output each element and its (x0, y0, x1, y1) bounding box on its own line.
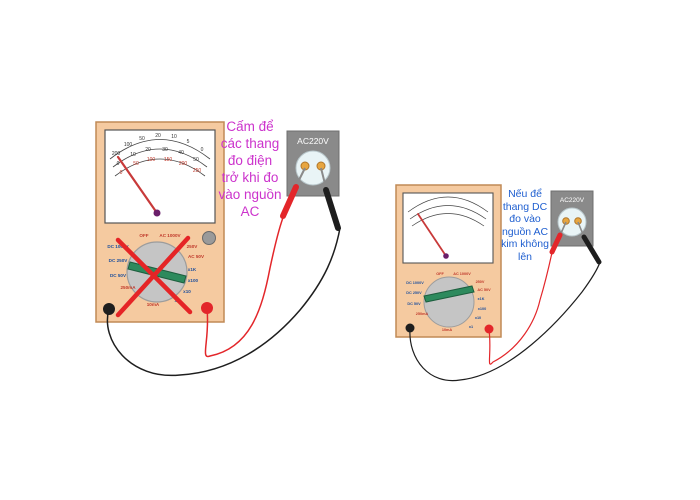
left-warning-note: Cấm để các thang đo điện trở khi đo vào … (218, 119, 282, 219)
left-scale-top-2: 50 (139, 136, 145, 142)
left-zero-adjust-knob[interactable] (202, 231, 216, 245)
left-red-lead (204, 214, 285, 358)
right-dial-label-dc1000v: DC 1000V (406, 281, 424, 285)
right-black-lead (409, 261, 601, 382)
left-dial-label-250v: 250V (187, 244, 199, 249)
right-red-probe (549, 232, 563, 255)
left-scale-low-1: 50 (133, 161, 139, 167)
left-red-probe (280, 184, 299, 219)
left-scale-mid-2: 20 (145, 147, 151, 153)
right-dial-label-x1k: x1K (478, 297, 485, 301)
left-socket-face (295, 150, 331, 186)
left-meter-scale (109, 139, 211, 177)
right-dial-label-off: OFF (436, 272, 444, 276)
right-dial-label-ac1000v: AC 1000V (453, 272, 471, 276)
right-dial-label-x100: x100 (478, 307, 486, 311)
right-multimeter: OFF AC 1000V DC 1000V 250V DC 250V AC 50… (395, 184, 502, 338)
right-socket-hole-left (562, 217, 570, 225)
left-meter-needle (116, 155, 159, 215)
left-multimeter: 200 100 50 20 10 5 0 0 10 20 30 40 50 0 … (95, 121, 225, 323)
right-dial-label-x1: x1 (469, 325, 473, 329)
left-dial-label-x100: x100 (188, 278, 199, 283)
left-dial-label-ac1000v: AC 1000V (159, 233, 181, 238)
left-dial-label-x1k: x1K (188, 267, 197, 272)
left-socket-label: AC220V (297, 136, 329, 146)
left-scale-mid-3: 30 (162, 147, 168, 153)
left-scale-top-1: 100 (124, 142, 133, 148)
right-warning-note: Nếu để thang DC đo vào nguồn AC kim khôn… (501, 188, 549, 263)
left-scale-low-4: 200 (179, 161, 188, 167)
left-scale-low-5: 250 (193, 168, 202, 174)
left-scale-top-3: 20 (155, 133, 161, 139)
right-range-selector[interactable] (423, 285, 475, 303)
left-dial-label-dc250v: DC 250V (109, 258, 129, 263)
right-dial-label-ac50v: AC 50V (477, 288, 491, 292)
left-scale-mid-0: 0 (117, 161, 120, 167)
right-dial-label-dc50v: DC 50V (407, 302, 421, 306)
right-socket-face (557, 207, 587, 237)
left-scale-low-0: 0 (120, 170, 123, 176)
right-socket-hole-right (574, 217, 582, 225)
left-scale-top-6: 0 (201, 147, 204, 153)
left-probes (280, 167, 341, 231)
right-dial-label-250ma: 250mA (416, 312, 429, 316)
left-scale-low-3: 150 (164, 157, 173, 163)
left-scale-mid-4: 40 (178, 150, 184, 156)
left-prohibited-cross (115, 235, 193, 318)
left-scale-mid-1: 10 (130, 152, 136, 158)
left-dial-label-dc1000v: DC 1000V (107, 244, 129, 249)
right-dial-label-250v: 250V (476, 280, 485, 284)
right-dial-label-x10: x10 (475, 316, 481, 320)
left-dial-label-off: OFF (139, 233, 148, 238)
left-dial-labels: OFF AC 1000V DC 1000V 250V DC 250V AC 50… (107, 233, 205, 307)
right-probes (549, 221, 602, 265)
left-scale-top-5: 5 (187, 139, 190, 145)
right-dial-labels: OFF AC 1000V DC 1000V 250V DC 250V AC 50… (406, 272, 491, 332)
left-scale-top-4: 10 (171, 134, 177, 140)
right-range-dial[interactable] (423, 276, 475, 328)
right-dial-label-dc250v: DC 250V (406, 291, 422, 295)
left-dial-label-250ma: 250mA (120, 285, 136, 290)
left-scale-low-2: 100 (147, 157, 156, 163)
right-dial-label-10ma: 10mA (442, 328, 453, 332)
right-needle-pivot (443, 253, 449, 259)
right-probe-leads (409, 247, 601, 382)
right-meter-needle (417, 213, 447, 257)
left-needle-pivot (153, 209, 161, 217)
right-meter-window (402, 192, 494, 264)
left-black-probe (323, 187, 341, 231)
left-dial-label-x10: x10 (183, 289, 191, 294)
left-black-lead (106, 227, 341, 377)
left-meter-window (104, 129, 216, 224)
left-dial-label-dc50v: DC 50V (110, 273, 127, 278)
left-scale-labels: 200 100 50 20 10 5 0 0 10 20 30 40 50 0 … (112, 133, 204, 176)
left-probe-leads (106, 214, 341, 377)
left-dial-label-10ma: 10mA (147, 302, 160, 307)
right-black-probe (581, 234, 602, 265)
left-dial-label-ac50v: AC 50V (188, 254, 205, 259)
left-scale-mid-5: 50 (193, 157, 199, 163)
right-red-lead (488, 247, 554, 365)
right-socket-label: AC220V (560, 197, 585, 204)
left-scale-top-0: 200 (112, 151, 121, 157)
